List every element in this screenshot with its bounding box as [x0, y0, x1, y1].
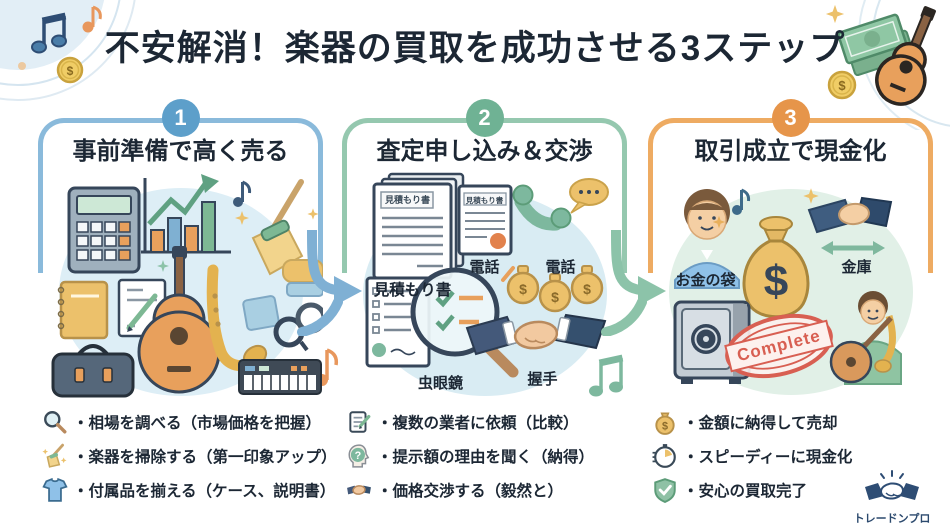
bullet-text: ・相場を調べる（市場価格を把握） [73, 415, 322, 432]
bullet-text: ・金額に納得して売却 [683, 415, 838, 432]
bullet-text: ・楽器を掃除する（第一印象アップ） [73, 449, 337, 466]
phone-label: 電話 [469, 259, 500, 276]
buyer-with-guitar-icon [829, 291, 902, 385]
assessment-illustration: $ $ $ [362, 172, 609, 396]
step-2-bullets: ・複数の業者に依頼（比較） ? ・提示額の理由を聞く（納得） ・価格交渉する（ [346, 409, 627, 503]
step-2-number-badge: 2 [465, 99, 504, 137]
music-note-icon [731, 188, 750, 215]
complete-stamp-icon [723, 313, 834, 379]
cloth-icon [241, 295, 280, 331]
step-2: 2 査定申し込み＆交渉 [342, 99, 627, 509]
double-arrow-icon [820, 241, 885, 255]
preparation-illustration [51, 174, 323, 398]
tshirt-icon [42, 477, 68, 503]
bag-dollar: $ [551, 289, 559, 305]
handshake-label: 握手 [527, 371, 558, 388]
bullet-text: ・付属品を揃える（ケース、説明書） [73, 483, 336, 500]
page-title: 不安解消！楽器の買取を成功させる3ステップ [104, 29, 846, 68]
bullet-research-market: ・相場を調べる（市場価格を把握） [42, 409, 323, 435]
handshake-icon [465, 313, 606, 356]
bullet-text: ・安心の買取完了 [683, 483, 808, 500]
bullet-gather-accessories: ・付属品を揃える（ケース、説明書） [42, 477, 335, 503]
step-1: 1 事前準備で高く売る [38, 99, 337, 509]
step-3: 3 取引成立で現金化 [648, 99, 933, 509]
question-mark: ? [355, 450, 362, 462]
arrow-step1-to-step2-icon [297, 230, 362, 336]
coin-icon: $ [827, 70, 857, 100]
sparkle-icon [156, 260, 169, 272]
bullet-negotiate-price: ・価格交渉する（毅然と） [346, 477, 627, 503]
step-1-title: 事前準備で高く売る [72, 138, 289, 165]
quote-doc-label: 見積もり書 [373, 282, 452, 299]
bag-dollar: $ [662, 421, 668, 433]
magnifier-label: 虫眼鏡 [417, 375, 463, 392]
growth-chart-icon [140, 174, 231, 254]
big-money-bag-icon: $ [742, 216, 809, 319]
bag-dollar: $ [519, 281, 527, 297]
sparkle-icon [712, 215, 725, 229]
step-2-title: 査定申し込み＆交渉 [376, 138, 593, 165]
bullet-text: ・価格交渉する（毅然と） [377, 483, 564, 500]
bag-dollar: $ [583, 281, 591, 297]
brand-logo: トレードンプロ [842, 469, 942, 526]
question-head-icon: ? [346, 443, 372, 469]
quote-documents-icon [372, 172, 464, 280]
bullet-ask-reason: ? ・提示額の理由を聞く（納得） [346, 443, 627, 469]
phone-icon [512, 184, 571, 231]
briefcase-icon [51, 344, 134, 398]
sparkle-icon [802, 188, 819, 204]
shield-check-icon [652, 477, 678, 503]
money-bags-icon: $ $ $ [506, 265, 603, 313]
sparkle-icon [306, 208, 319, 220]
quote-single-document-icon [457, 184, 512, 256]
handshake-icon [865, 470, 919, 500]
handshake-icon [807, 196, 892, 234]
sparkle-icon [234, 211, 249, 225]
step-3-title: 取引成立で現金化 [694, 138, 887, 165]
bullet-speedy-cash: ・スピーディーに現金化 [652, 443, 933, 469]
memo-icon [346, 409, 372, 435]
bullet-clean-instrument: ・楽器を掃除する（第一印象アップ） [42, 443, 337, 469]
handshake-icon [346, 477, 372, 503]
coin-dollar: $ [838, 78, 846, 93]
document-title-label: 見積もり書 [465, 196, 504, 205]
step-1-illustration [39, 170, 323, 400]
keyboard-icon [237, 359, 322, 395]
calculator-icon [67, 186, 140, 274]
bullet-text: ・提示額の理由を聞く（納得） [377, 449, 595, 466]
stopwatch-icon [652, 443, 678, 469]
step-3-bullets: $ ・金額に納得して売却 ・スピーディーに現金化 [652, 409, 933, 503]
bullet-multiple-vendors: ・複数の業者に依頼（比較） [346, 409, 627, 435]
phone-label: 電話 [545, 259, 576, 276]
bag-dollar: $ [763, 257, 787, 306]
money-bag-label: お金の袋 [675, 272, 736, 289]
step-1-bullets: ・相場を調べる（市場価格を把握） ・楽器を掃除する（第一印象アップ） ・付属 [42, 409, 337, 503]
step-3-number-badge: 3 [771, 99, 810, 137]
bullet-sell-satisfied: $ ・金額に納得して売却 [652, 409, 933, 435]
bullet-text: ・複数の業者に依頼（比較） [377, 415, 579, 432]
step-1-number-badge: 1 [161, 99, 200, 137]
speech-bubble-icon [568, 178, 609, 214]
document-title-label: 見積もり書 [384, 195, 430, 205]
broom-icon [42, 443, 68, 469]
arrow-step2-to-step3-icon [601, 230, 666, 336]
notebook-icon [57, 280, 108, 340]
cash-out-illustration: $ [668, 188, 913, 395]
brand-name: トレードンプロ [853, 513, 931, 525]
bullet-text: ・スピーディーに現金化 [683, 449, 853, 466]
bullet-safe-completion: ・安心の買取完了 [652, 477, 933, 503]
step-3-illustration: $ [649, 170, 933, 400]
money-bag-icon: $ [652, 409, 678, 435]
step-2-illustration: $ $ $ [343, 170, 627, 400]
safe-label: 金庫 [841, 259, 872, 276]
music-note-icon [232, 180, 251, 207]
magnifier-icon [42, 409, 68, 435]
